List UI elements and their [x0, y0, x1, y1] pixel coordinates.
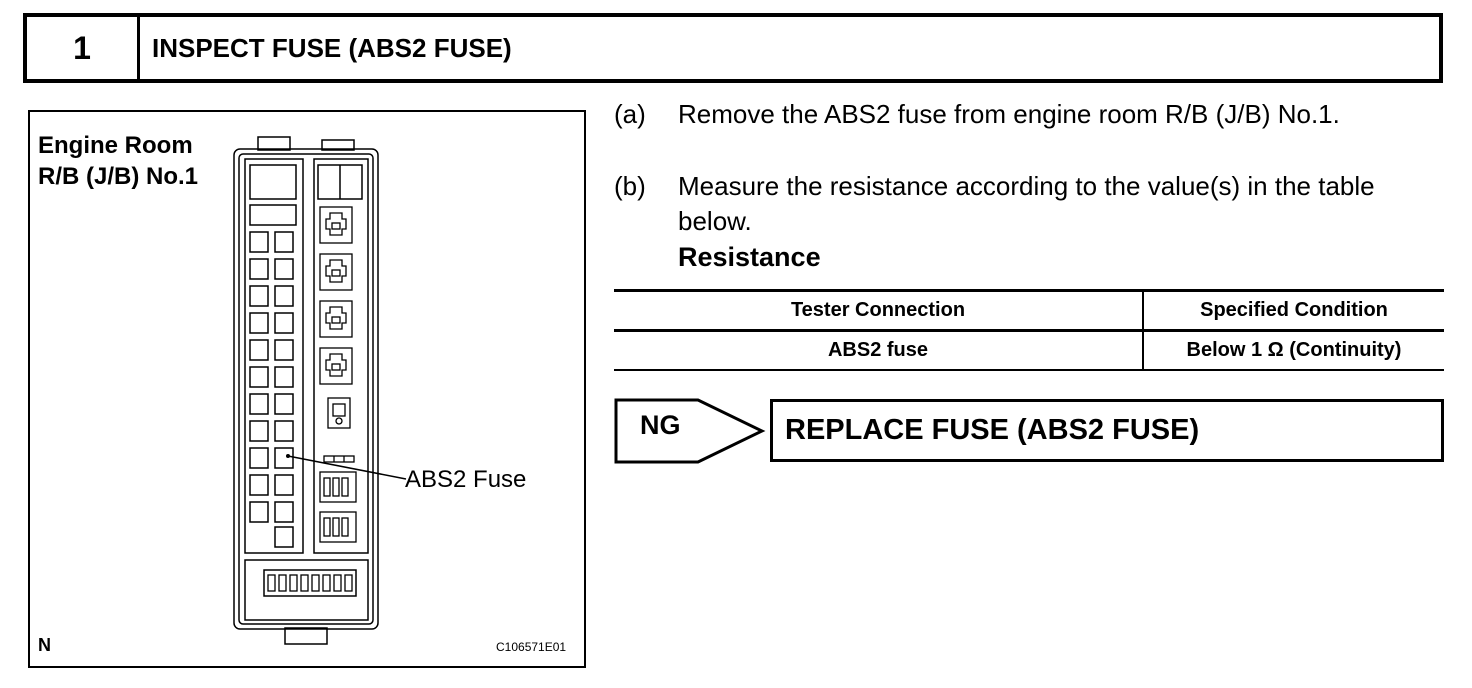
relay-block-diagram	[233, 136, 407, 645]
table-cell: ABS2 fuse	[614, 330, 1144, 371]
column-header: Tester Connection	[614, 289, 1144, 332]
column-header: Specified Condition	[1143, 289, 1444, 332]
instruction-a: (a) Remove the ABS2 fuse from engine roo…	[614, 97, 1444, 132]
ng-arrow-icon	[614, 398, 766, 464]
table-header-row: Tester Connection Specified Condition	[614, 289, 1444, 332]
instruction-tag: (a)	[614, 99, 646, 129]
figure-title: Engine Room R/B (J/B) No.1	[38, 132, 199, 190]
ng-label: NG	[640, 410, 681, 440]
instruction-text: Measure the resistance according to the …	[678, 171, 1375, 236]
step-number: 1	[27, 17, 140, 79]
instruction-tag: (b)	[614, 171, 646, 201]
relay-block-illustration: Engine Room R/B (J/B) No.1 ABS2 Fuse N C…	[28, 110, 586, 668]
step-header: 1 INSPECT FUSE (ABS2 FUSE)	[23, 13, 1443, 83]
instruction-text: Remove the ABS2 fuse from engine room R/…	[678, 99, 1340, 129]
step-title: INSPECT FUSE (ABS2 FUSE)	[152, 32, 512, 63]
resistance-heading: Resistance	[678, 242, 821, 272]
figure-corner-label: N	[38, 635, 51, 655]
replace-fuse-action: REPLACE FUSE (ABS2 FUSE)	[770, 399, 1444, 462]
resistance-table: Tester Connection Specified Condition AB…	[614, 289, 1444, 371]
table-row: ABS2 fuse Below 1 Ω (Continuity)	[614, 330, 1444, 371]
abs2-fuse-callout: ABS2 Fuse	[405, 466, 527, 493]
table-cell: Below 1 Ω (Continuity)	[1143, 330, 1444, 371]
instruction-b: (b) Measure the resistance according to …	[614, 169, 1444, 239]
figure-code: C106571E01	[496, 640, 567, 654]
